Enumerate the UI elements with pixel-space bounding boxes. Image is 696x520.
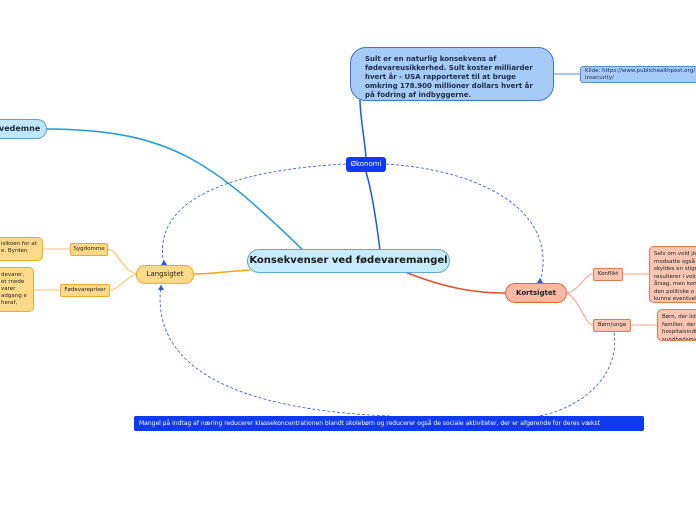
dashed-bottom-long: [159, 284, 391, 417]
arrowhead-long-bottom: [158, 285, 164, 290]
link-short-conflict: [566, 273, 594, 294]
dashed-economy-short: [385, 163, 544, 284]
link-center-long: [193, 269, 251, 275]
link-long-disease: [107, 248, 137, 275]
link-long-prices: [109, 273, 137, 291]
arrowhead-short-top: [537, 278, 543, 283]
link-short-children: [566, 292, 594, 326]
food-prices-node[interactable]: Fødevarepriser: [60, 284, 110, 297]
link-center-topleft: [46, 128, 306, 253]
link-center-economy: [365, 171, 381, 251]
disease-node[interactable]: Sygdomme: [70, 243, 108, 256]
conflict-node[interactable]: Konflikt: [593, 268, 623, 281]
economy-fact-node[interactable]: Sult er en naturlig konsekvens af fødeva…: [350, 47, 554, 101]
long-term-node[interactable]: Langsigtet: [136, 265, 194, 284]
source-node[interactable]: Kilde: https://www.publichealthpost.org/…: [580, 66, 696, 83]
topic-node-partial[interactable]: vedemne: [0, 119, 47, 139]
central-topic[interactable]: Konsekvenser ved fødevaremangel: [247, 249, 450, 273]
link-center-short: [404, 271, 506, 294]
short-term-node[interactable]: Kortsigtet: [505, 283, 567, 303]
nutrition-note[interactable]: Mangel på indtag af næring reducerer kla…: [134, 416, 644, 431]
link-economy-fact: [359, 99, 367, 158]
children-note[interactable]: Børn, der lid familier, der hospitalsind…: [657, 309, 696, 341]
food-prices-note[interactable]: devarer, et rnede varer adgang e heraf,: [0, 267, 34, 312]
children-node[interactable]: Børn/unge: [593, 319, 631, 332]
economy-node[interactable]: Økonomi: [346, 157, 386, 172]
conflict-note[interactable]: Selv om vold jo modsatte også skyldes en…: [649, 246, 696, 303]
dashed-economy-long: [162, 163, 347, 266]
dashed-bottom-children: [539, 331, 616, 417]
disease-note[interactable]: isikoen for at e. Byrden: [0, 237, 43, 261]
arrowhead-long-top: [161, 260, 167, 265]
